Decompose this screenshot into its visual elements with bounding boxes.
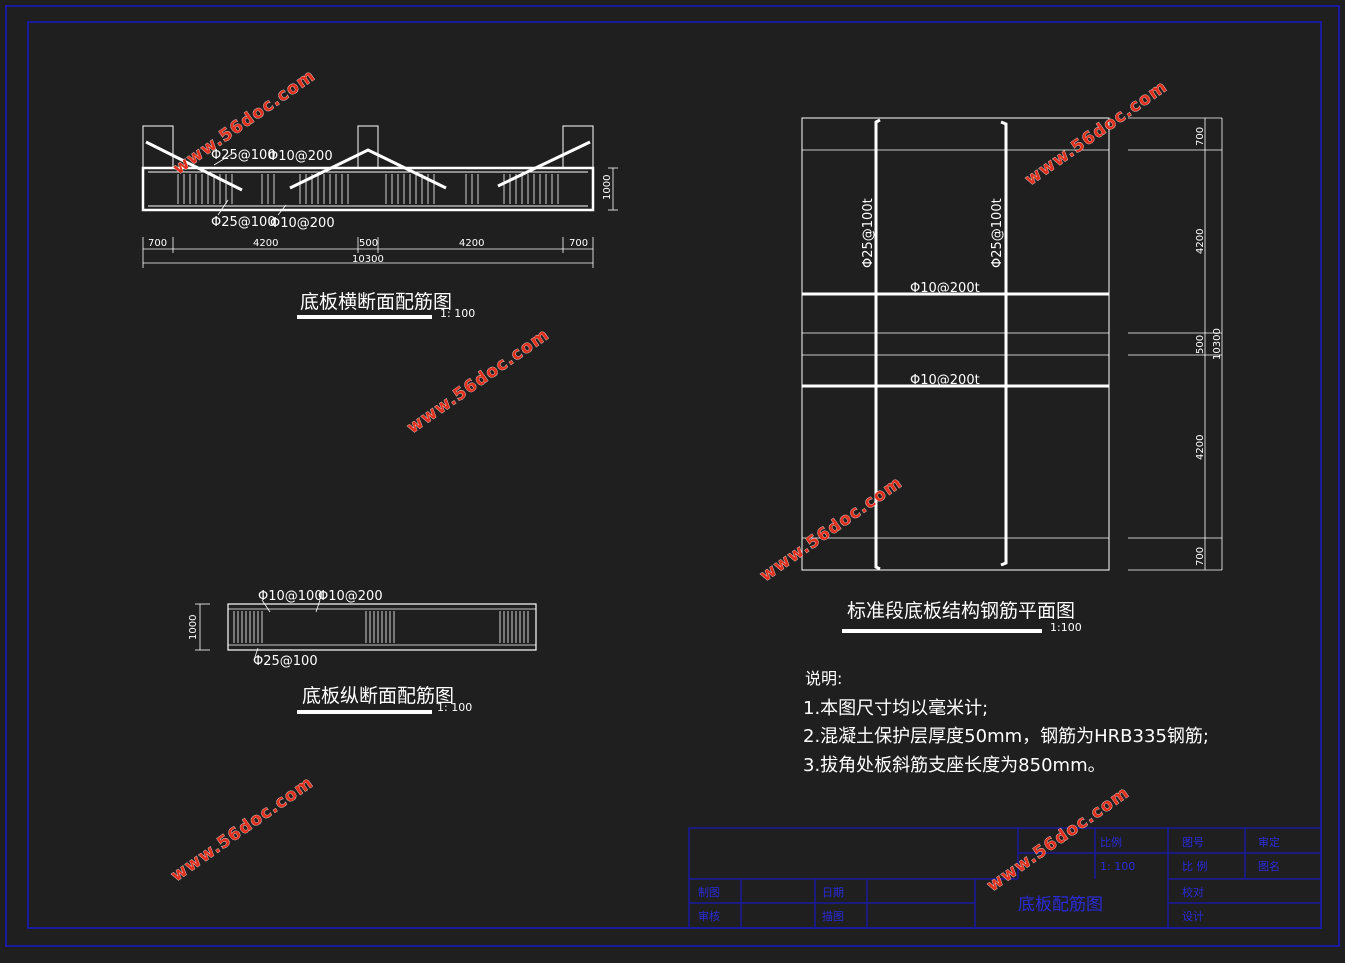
plan-rebar-h1: Φ10@200t bbox=[910, 281, 980, 296]
ls-rebar-2: Φ10@200 bbox=[318, 589, 383, 604]
cs-rebar-bot-1: Φ25@100 bbox=[211, 215, 276, 230]
watermark-3: www.56doc.com bbox=[1021, 77, 1171, 190]
tb-cell-1: 1: 100 bbox=[1100, 860, 1135, 873]
cs-rebar-top-1: Φ25@100 bbox=[211, 148, 276, 163]
tb-cell-5: 审核 bbox=[698, 909, 720, 923]
tb-cell-3: 比 例 bbox=[1182, 859, 1208, 873]
plan-scale: 1:100 bbox=[1050, 621, 1082, 634]
plan-dim-3: 4200 bbox=[1195, 435, 1206, 460]
tb-cell-6: 日期 bbox=[822, 886, 844, 899]
cs-dim-0: 700 bbox=[148, 238, 167, 249]
drawing-frame bbox=[5, 5, 1340, 947]
ls-title: 底板纵断面配筋图 bbox=[302, 685, 454, 707]
tb-cell-9: 设计 bbox=[1182, 910, 1204, 923]
tb-cell-7: 描图 bbox=[822, 909, 844, 923]
plan-dim-0: 700 bbox=[1195, 127, 1206, 146]
plan-rebar-h2: Φ10@200t bbox=[910, 373, 980, 388]
tb-cell-10: 审定 bbox=[1258, 835, 1280, 849]
cs-dim-1: 4200 bbox=[253, 238, 278, 249]
cs-height-dim: 1000 bbox=[602, 175, 613, 200]
cs-scale: 1: 100 bbox=[440, 307, 475, 320]
tb-cell-11: 图名 bbox=[1258, 859, 1280, 873]
cs-dim-3: 4200 bbox=[459, 238, 484, 249]
ls-height-dim: 1000 bbox=[188, 615, 199, 640]
plan-dim-4: 700 bbox=[1195, 547, 1206, 566]
tb-drawing-name: 底板配筋图 bbox=[1018, 895, 1103, 915]
cross-section-drawing bbox=[141, 125, 618, 319]
long-section-drawing bbox=[195, 599, 537, 714]
cs-title: 底板横断面配筋图 bbox=[300, 291, 452, 313]
ls-rebar-3: Φ25@100 bbox=[253, 654, 318, 669]
watermark-2: www.56doc.com bbox=[403, 325, 553, 438]
watermark-5: www.56doc.com bbox=[167, 773, 317, 886]
plan-total-dim: 10300 bbox=[1212, 328, 1223, 360]
title-block bbox=[688, 827, 1322, 929]
plan-drawing bbox=[801, 117, 1223, 633]
tb-cell-8: 校对 bbox=[1182, 885, 1204, 899]
cs-total-dim: 10300 bbox=[352, 254, 384, 265]
plan-title: 标准段底板结构钢筋平面图 bbox=[847, 600, 1075, 622]
tb-cell-2: 图号 bbox=[1182, 836, 1204, 849]
notes-heading: 说明: bbox=[805, 669, 842, 688]
note-item-2: 2.混凝土保护层厚度50mm，钢筋为HRB335钢筋; bbox=[803, 726, 1209, 747]
watermark-4: www.56doc.com bbox=[756, 473, 906, 586]
tb-cell-4: 制图 bbox=[698, 886, 720, 899]
cs-dim-4: 700 bbox=[569, 238, 588, 249]
plan-rebar-v1: Φ25@100t bbox=[861, 198, 876, 268]
cs-rebar-top-2: Φ10@200 bbox=[268, 149, 333, 164]
plan-dim-2: 500 bbox=[1195, 335, 1206, 354]
plan-dim-1: 4200 bbox=[1195, 229, 1206, 254]
note-item-1: 1.本图尺寸均以毫米计; bbox=[803, 698, 988, 719]
ls-rebar-1: Φ10@100 bbox=[258, 589, 323, 604]
cs-dim-2: 500 bbox=[359, 238, 378, 249]
note-item-3: 3.拔角处板斜筋支座长度为850mm。 bbox=[803, 755, 1106, 776]
ls-scale: 1: 100 bbox=[437, 701, 472, 714]
plan-rebar-v2: Φ25@100t bbox=[990, 198, 1005, 268]
cs-rebar-bot-2: Φ10@200 bbox=[270, 216, 335, 231]
tb-cell-0: 比例 bbox=[1100, 835, 1122, 849]
